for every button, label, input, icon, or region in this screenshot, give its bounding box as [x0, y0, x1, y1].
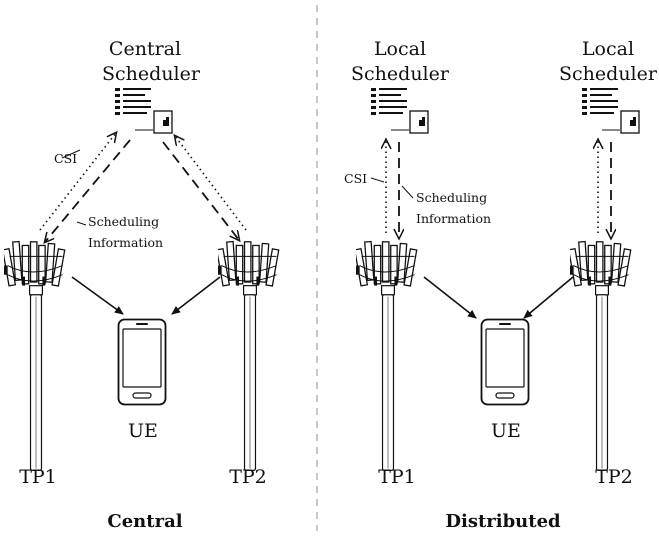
distributed-ue-label: UE — [491, 420, 521, 442]
central-scheduling-info-line2: Information — [88, 235, 163, 250]
central-csi-label: CSI — [54, 151, 77, 166]
scheduler-server-icon — [114, 87, 173, 134]
central-caption: Central — [107, 511, 182, 532]
antenna-tower-icon — [218, 240, 280, 472]
local-scheduler-2-line2: Scheduler — [559, 63, 658, 85]
scheduler-server-icon — [581, 87, 640, 134]
central-scheduler-title-line1: Central — [109, 38, 181, 60]
central-tp2-label: TP2 — [229, 466, 267, 488]
antenna-tower-icon — [570, 240, 632, 472]
central-tp1-label: TP1 — [19, 466, 57, 488]
local-scheduler-1-line1: Local — [374, 38, 426, 60]
tp1-to-ue-link — [71, 276, 124, 315]
antenna-tower-icon — [356, 240, 418, 472]
smartphone-icon — [480, 318, 530, 406]
distributed-panel: Local Scheduler Local Scheduler CSI Sche… — [344, 38, 658, 532]
local-tp2-to-ue-link — [523, 276, 574, 319]
csi-link-tp1 — [39, 133, 116, 231]
distributed-tp1-label: TP1 — [378, 466, 416, 488]
distributed-caption: Distributed — [445, 511, 561, 532]
local-tp1-to-ue-link — [423, 276, 477, 319]
antenna-tower-icon — [4, 240, 66, 472]
scheduling-link-tp1 — [45, 139, 131, 242]
tp2-to-ue-link — [171, 276, 221, 315]
central-scheduler-title-line2: Scheduler — [102, 63, 201, 85]
scheduler-server-icon — [370, 87, 429, 134]
local-scheduler-2-line1: Local — [582, 38, 634, 60]
distributed-tp2-label: TP2 — [595, 466, 633, 488]
scheduling-link-tp2 — [162, 141, 239, 240]
smartphone-icon — [117, 318, 167, 406]
csi-link-tp2 — [175, 136, 247, 231]
distributed-scheduling-info-line1: Scheduling — [416, 190, 487, 205]
central-panel: Central Scheduler CSI Scheduling Informa… — [4, 38, 280, 532]
local-scheduler-1-line2: Scheduler — [351, 63, 450, 85]
distributed-csi-label: CSI — [344, 171, 367, 186]
distributed-scheduling-info-line2: Information — [416, 211, 491, 226]
central-ue-label: UE — [128, 420, 158, 442]
central-scheduling-info-line1: Scheduling — [88, 214, 159, 229]
